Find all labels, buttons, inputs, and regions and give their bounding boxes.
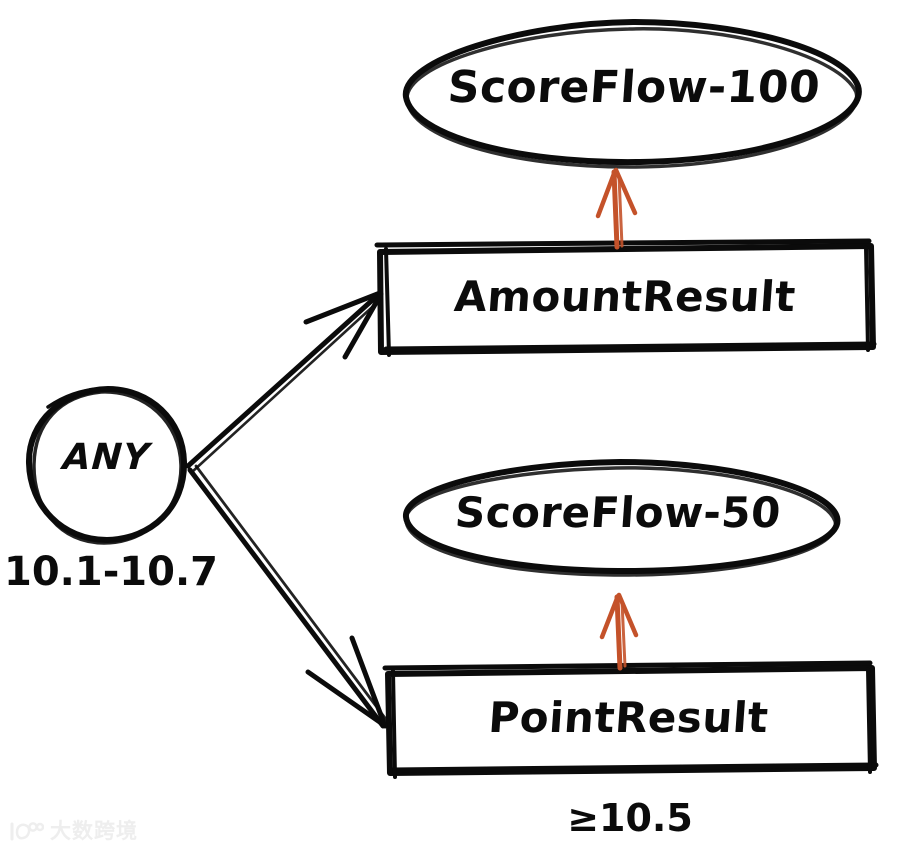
node-label-point-result: PointResult [486, 693, 771, 742]
annotation-any-range: 10.1-10.7 [4, 549, 218, 595]
node-label-any: ANY [61, 437, 152, 478]
edge-any-to-amount-result [185, 290, 384, 474]
edge-any-to-point-result [187, 464, 390, 729]
node-shape-scoreflow-100[interactable] [402, 19, 862, 169]
node-label-amount-result: AmountResult [452, 272, 798, 321]
node-label-scoreflow-100: ScoreFlow-100 [446, 62, 822, 113]
edge-point-result-to-scoreflow-50 [599, 592, 639, 671]
annotation-point-threshold: ≥10.5 [567, 796, 693, 840]
node-shape-any[interactable] [25, 386, 188, 545]
node-label-scoreflow-50: ScoreFlow-50 [453, 488, 783, 537]
node-shape-point-result[interactable] [382, 660, 879, 779]
node-shape-amount-result[interactable] [374, 238, 877, 357]
node-shape-scoreflow-50[interactable] [403, 459, 841, 577]
edge-amount-result-to-scoreflow-100 [595, 167, 638, 250]
